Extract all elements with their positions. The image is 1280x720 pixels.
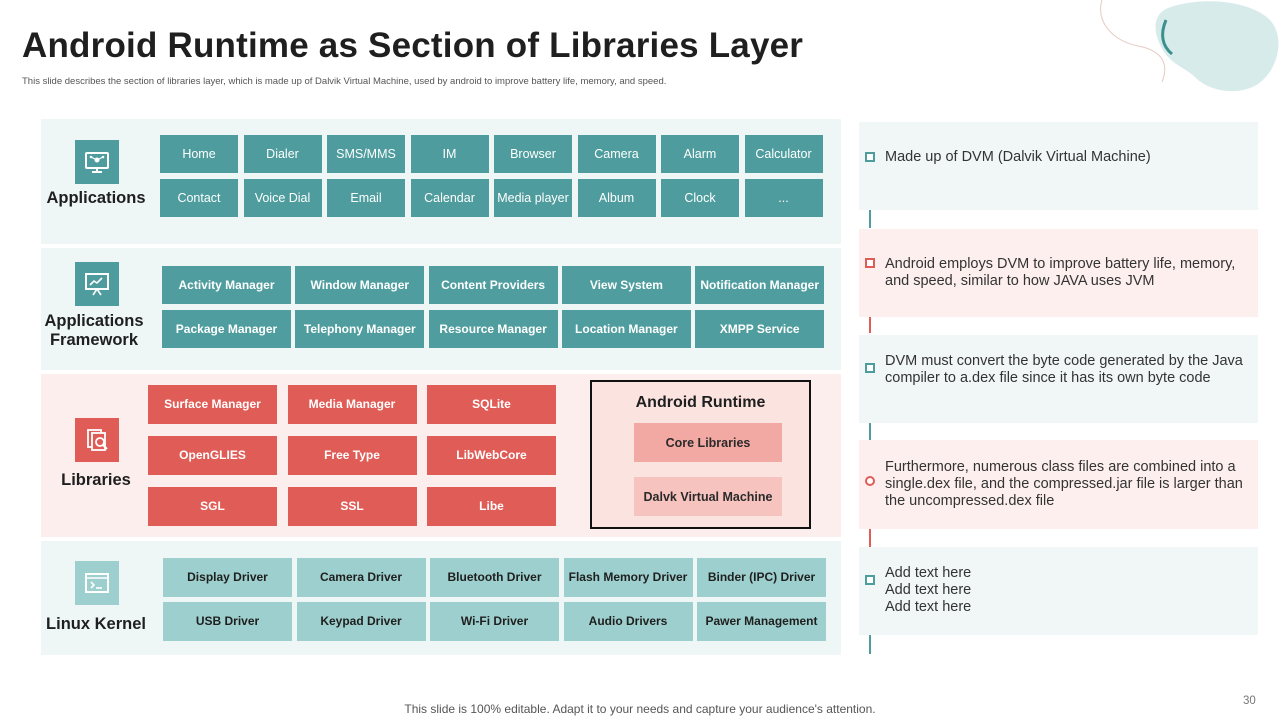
note-box-4: Furthermore, numerous class files are co…: [859, 440, 1258, 529]
kernel-camera-driver: Camera Driver: [296, 558, 426, 597]
app-more: ...: [744, 179, 823, 217]
framework-activity-manager: Activity Manager: [162, 266, 291, 304]
kernel-audio-drivers: Audio Drivers: [563, 602, 693, 641]
app-voice-dial: Voice Dial: [243, 179, 322, 217]
app-album: Album: [577, 179, 656, 217]
framework-location-manager: Location Manager: [561, 310, 691, 348]
app-sms-mms: SMS/MMS: [327, 135, 405, 173]
app-alarm: Alarm: [661, 135, 739, 173]
framework-label-line2: Framework: [49, 331, 139, 349]
library-ssl: SSL: [287, 487, 417, 526]
page-number: 30: [1243, 695, 1256, 707]
kernel-label: Linux Kernel: [46, 615, 146, 633]
note-text-1: Made up of DVM (Dalvik Virtual Machine): [885, 149, 1151, 165]
note-text-2: Android employs DVM to improve battery l…: [885, 256, 1236, 289]
runtime-dalvik-vm: Dalvk Virtual Machine: [634, 477, 782, 516]
framework-xmpp-service: XMPP Service: [695, 310, 825, 348]
framework-label-line1: Applications: [44, 312, 144, 330]
app-dialer: Dialer: [243, 135, 322, 173]
library-sqlite: SQLite: [427, 385, 556, 424]
note-box-1: Made up of DVM (Dalvik Virtual Machine): [859, 122, 1258, 210]
library-sgl: SGL: [148, 487, 277, 526]
framework-telephony-manager: Telephony Manager: [295, 310, 425, 348]
android-runtime-box: Android Runtime Core Libraries Dalvk Vir…: [590, 380, 811, 529]
framework-view-system: View System: [561, 266, 691, 304]
app-clock: Clock: [661, 179, 739, 217]
library-openglies: OpenGLIES: [148, 436, 277, 475]
library-media-manager: Media Manager: [287, 385, 417, 424]
note-text-5: Add text here Add text here Add text her…: [885, 565, 972, 615]
terminal-window-icon: [75, 561, 119, 605]
framework-label: Applications Framework: [40, 312, 148, 350]
note-box-2: Android employs DVM to improve battery l…: [859, 229, 1258, 317]
kernel-keypad-driver: Keypad Driver: [296, 602, 426, 641]
note-marker-square-icon: [865, 363, 875, 373]
kernel-binder-ipc-driver: Binder (IPC) Driver: [697, 558, 826, 597]
library-free-type: Free Type: [287, 436, 417, 475]
library-libwebcore: LibWebCore: [427, 436, 556, 475]
app-camera: Camera: [577, 135, 656, 173]
kernel-bluetooth-driver: Bluetooth Driver: [430, 558, 559, 597]
framework-window-manager: Window Manager: [295, 266, 425, 304]
app-contact: Contact: [160, 179, 238, 217]
note-text-4: Furthermore, numerous class files are co…: [885, 459, 1243, 509]
search-documents-icon: [75, 418, 119, 462]
android-runtime-title: Android Runtime: [635, 394, 766, 411]
decorative-blob: [1100, 0, 1279, 92]
app-calculator: Calculator: [744, 135, 823, 173]
app-media-player: Media player: [494, 179, 572, 217]
footer-text: This slide is 100% editable. Adapt it to…: [404, 702, 876, 716]
note-marker-circle-icon: [865, 476, 875, 486]
app-im: IM: [410, 135, 489, 173]
framework-package-manager: Package Manager: [162, 310, 291, 348]
app-home: Home: [160, 135, 238, 173]
kernel-pawer-management: Pawer Management: [697, 602, 826, 641]
slide-subtitle: This slide describes the section of libr…: [22, 76, 667, 87]
kernel-wi-fi-driver: Wi-Fi Driver: [430, 602, 559, 641]
framework-resource-manager: Resource Manager: [428, 310, 558, 348]
framework-content-providers: Content Providers: [428, 266, 558, 304]
app-browser: Browser: [494, 135, 572, 173]
app-email: Email: [327, 179, 405, 217]
note-marker-square-icon: [865, 152, 875, 162]
runtime-core-libraries: Core Libraries: [634, 423, 782, 462]
libraries-label: Libraries: [61, 471, 131, 489]
monitor-network-icon: [75, 140, 119, 184]
note-box-5: Add text here Add text here Add text her…: [859, 547, 1258, 635]
library-libe: Libe: [427, 487, 556, 526]
note-marker-square-icon: [865, 575, 875, 585]
slide-title: Android Runtime as Section of Libraries …: [22, 26, 804, 65]
slide-footer: This slide is 100% editable. Adapt it to…: [0, 702, 1280, 716]
note-marker-square-icon: [865, 258, 875, 268]
presentation-board-icon: [75, 262, 119, 306]
framework-notification-manager: Notification Manager: [695, 266, 825, 304]
note-box-3: DVM must convert the byte code generated…: [859, 335, 1258, 423]
app-calendar: Calendar: [410, 179, 489, 217]
note-text-3: DVM must convert the byte code generated…: [885, 353, 1243, 386]
kernel-flash-memory-driver: Flash Memory Driver: [563, 558, 693, 597]
kernel-usb-driver: USB Driver: [163, 602, 292, 641]
applications-label: Applications: [46, 189, 146, 207]
kernel-display-driver: Display Driver: [163, 558, 292, 597]
library-surface-manager: Surface Manager: [148, 385, 277, 424]
